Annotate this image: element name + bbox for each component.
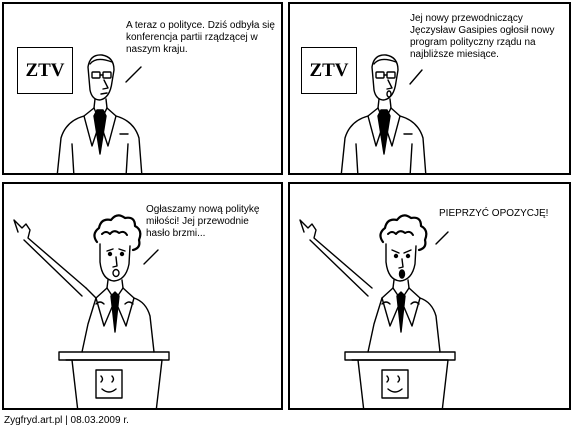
politician-illustration [299,214,456,408]
speech-caption: Jej nowy przewodniczący Jęczysław Gasipi… [410,13,555,60]
anchor-illustration [56,54,143,173]
comic-panel-1: ZTV A teraz o polityce. Dziś odbyła się … [2,2,283,175]
footer-credit: Zygfryd.art.pl | 08.03.2009 r. [4,415,129,426]
speech-caption: PIEPRZYĆ OPOZYCJĘ! [439,208,549,219]
comic-panel-4: PIEPRZYĆ OPOZYCJĘ! [288,182,571,410]
speech-caption: Ogłaszamy nową politykę miłości! Jej prz… [146,204,260,239]
anchor-illustration [340,54,427,173]
tv-station-sign: ZTV [17,47,73,94]
comic-panel-2: ZTV Jej nowy przewodniczący Jęczysław Ga… [288,2,571,175]
tv-station-sign: ZTV [301,47,357,94]
politician-illustration [13,214,170,408]
comic-panel-3: Ogłaszamy nową politykę miłości! Jej prz… [2,182,283,410]
speech-caption: A teraz o polityce. Dziś odbyła się konf… [126,20,275,55]
